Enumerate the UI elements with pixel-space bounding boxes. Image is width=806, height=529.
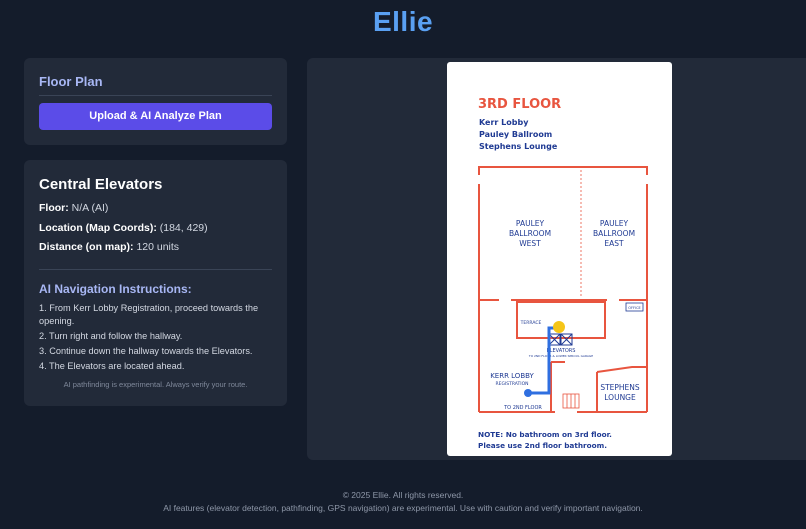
- ai-instructions-heading: AI Navigation Instructions:: [39, 282, 192, 296]
- stairs-label: TO 2ND FLOOR: [503, 405, 542, 411]
- location-value: (184, 429): [159, 222, 208, 234]
- floor-plan-drawing: 3RD FLOOR Kerr Lobby Pauley Ballroom Ste…: [478, 97, 648, 450]
- app-title: Ellie: [372, 6, 434, 37]
- stairs: [562, 393, 580, 409]
- instruction-step: 1. From Kerr Lobby Registration, proceed…: [39, 303, 259, 326]
- floor-plan-card: Floor Plan Upload & AI Analyze Plan: [24, 58, 287, 145]
- distance-row: Distance (on map): 120 units: [39, 241, 179, 253]
- floor-plan-heading: Floor Plan: [39, 74, 103, 89]
- pathfinding-disclaimer: AI pathfinding is experimental. Always v…: [63, 380, 248, 389]
- floor-plan-image[interactable]: 3RD FLOOR Kerr Lobby Pauley Ballroom Ste…: [447, 62, 672, 456]
- floor-value: N/A (AI): [71, 202, 109, 214]
- divider: [39, 269, 272, 270]
- room-label: PAULEY: [600, 219, 629, 228]
- floor-row: Floor: N/A (AI): [39, 202, 108, 214]
- room-label: LOUNGE: [604, 393, 636, 402]
- destination-marker: [553, 321, 565, 333]
- elevators-label: ELEVATORS: [547, 348, 576, 354]
- venue-name: Pauley Ballroom: [479, 130, 552, 139]
- map-note: Please use 2nd floor bathroom.: [478, 441, 607, 450]
- room-labels: PAULEY BALLROOM WEST PAULEY BALLROOM EAS…: [509, 219, 640, 402]
- place-title: Central Elevators: [39, 176, 163, 193]
- instruction-step: 4. The Elevators are located ahead.: [39, 361, 185, 371]
- map-note: NOTE: No bathroom on 3rd floor.: [478, 430, 612, 439]
- location-label: Location (Map Coords):: [39, 222, 157, 234]
- instruction-step: 2. Turn right and follow the hallway.: [39, 331, 183, 341]
- map-panel: 3RD FLOOR Kerr Lobby Pauley Ballroom Ste…: [307, 58, 806, 460]
- location-details-card: Central Elevators Floor: N/A (AI) Locati…: [24, 160, 287, 406]
- kerr-lobby-label: KERR LOBBY: [490, 372, 534, 380]
- distance-label: Distance (on map):: [39, 241, 134, 253]
- room-label: EAST: [604, 239, 624, 248]
- floor-title: 3RD FLOOR: [478, 97, 561, 112]
- upload-analyze-button[interactable]: Upload & AI Analyze Plan: [39, 103, 272, 130]
- distance-value: 120 units: [136, 241, 180, 253]
- floor-label: Floor:: [39, 202, 69, 214]
- elevators-sublabel: TO 2ND FLOOR & LOWER SPROUL GARAGE: [528, 354, 593, 358]
- room-label: WEST: [519, 239, 541, 248]
- venue-name: Stephens Lounge: [479, 142, 558, 151]
- instruction-list: 1. From Kerr Lobby Registration, proceed…: [39, 302, 275, 375]
- instruction-step: 3. Continue down the hallway towards the…: [39, 346, 253, 356]
- divider: [39, 95, 272, 96]
- footer-copyright: © 2025 Ellie. All rights reserved.: [342, 490, 464, 500]
- office-label: OFFICE: [628, 306, 640, 310]
- elevator-boxes: [548, 333, 573, 346]
- office-box: [625, 302, 644, 312]
- start-marker: [524, 389, 532, 397]
- terrace-label: TERRACE: [520, 320, 542, 326]
- walls: [478, 166, 648, 413]
- room-label: BALLROOM: [593, 229, 635, 238]
- venue-name: Kerr Lobby: [479, 118, 529, 127]
- kerr-lobby-sublabel: REGISTRATION: [495, 381, 528, 387]
- room-label: STEPHENS: [600, 383, 640, 392]
- room-label: BALLROOM: [509, 229, 551, 238]
- room-label: PAULEY: [516, 219, 545, 228]
- footer-notice: AI features (elevator detection, pathfin…: [163, 503, 643, 513]
- location-row: Location (Map Coords): (184, 429): [39, 222, 208, 234]
